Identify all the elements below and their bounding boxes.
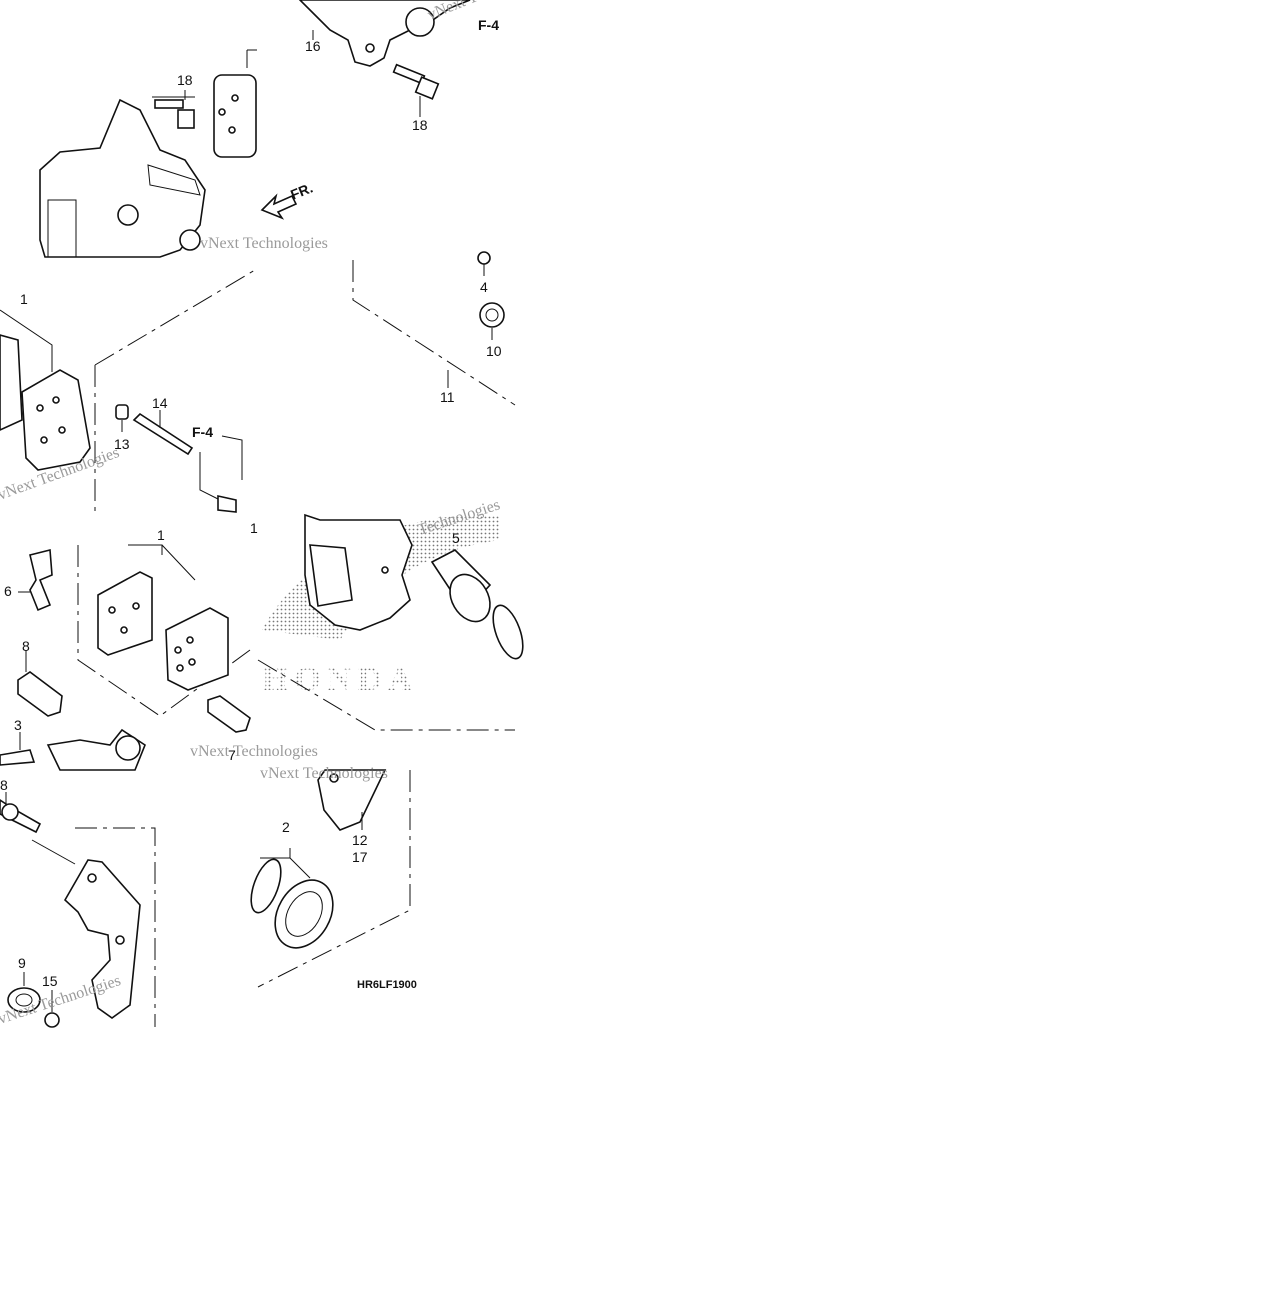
tile-middle: F-4 4 10 11 1 14 13 vNext Technologies [0,251,516,515]
assembly-outline-upper [94,269,256,366]
honda-logo-text: HONDA [262,661,419,698]
brake-pad-1c [97,571,153,656]
brake-pad-1a [0,334,23,431]
watermark-4: vNext Technologies [190,743,318,760]
diagram-code: HR6LF1900 [357,979,417,991]
callout-7: 7 [228,747,236,763]
tile-lower: HONDA 1 1 5 6 8 7 3 vNe [0,496,524,771]
seal-2a [250,858,282,914]
ref-f4-middle: F-4 [192,424,213,440]
grommet-4 [477,251,491,265]
fr-arrow-icon [260,193,298,220]
callout-18-left: 18 [177,72,193,88]
plug-13 [115,404,129,420]
callout-13: 13 [114,436,130,452]
spring-clip-6 [29,548,53,612]
callout-17: 17 [352,849,368,865]
callout-8-lower: 8 [22,638,30,654]
pad-retainer-12 [317,769,387,831]
callout-12: 12 [352,832,368,848]
seal-10 [479,302,505,328]
bracket-bore [405,7,435,37]
callout-3: 3 [14,717,22,733]
callout-11: 11 [440,389,455,405]
watermark-1: vNext Technologies [200,235,328,252]
callout-8-bottom: 8 [0,777,8,793]
pin-14 [132,412,194,456]
bracket-hole [365,43,375,53]
callout-14: 14 [152,395,168,411]
pin-7 [207,695,251,733]
ref-f4-top: F-4 [478,17,499,33]
callout-5: 5 [452,530,460,546]
watermark-6: vNext Technologies [260,765,388,782]
callout-10: 10 [486,343,502,359]
callout-1-lower-b: 1 [250,520,258,536]
callout-16: 16 [305,38,321,54]
callout-6: 6 [4,583,12,599]
bolt-18-right [392,63,440,100]
assembly-outline-bottom [257,770,411,988]
callout-15: 15 [42,973,58,989]
bleeder-3 [0,749,36,766]
washer-15 [44,1012,60,1028]
brake-pad-1b [21,369,91,471]
piston-seal [492,604,524,660]
tile-top: FR. 16 18 18 F-4 vNext Technologies vNex… [39,0,550,258]
callout-2: 2 [282,819,290,835]
fr-label: FR. [288,179,315,202]
callout-1-middle: 1 [20,291,28,307]
tile-bottom: 8 2 12 17 9 15 HR6LF1900 vNext Technolog… [0,765,417,1028]
caliper-bracket-lower [63,859,141,1019]
seal-2b [274,879,334,949]
bushing-8 [17,671,63,717]
seal-9 [7,987,41,1013]
brake-pad-top [213,74,257,158]
callout-4: 4 [480,279,488,295]
callout-18-right: 18 [412,117,428,133]
bolt-18-left [154,99,195,129]
callout-1-lower-a: 1 [157,527,165,543]
callout-9: 9 [18,955,26,971]
